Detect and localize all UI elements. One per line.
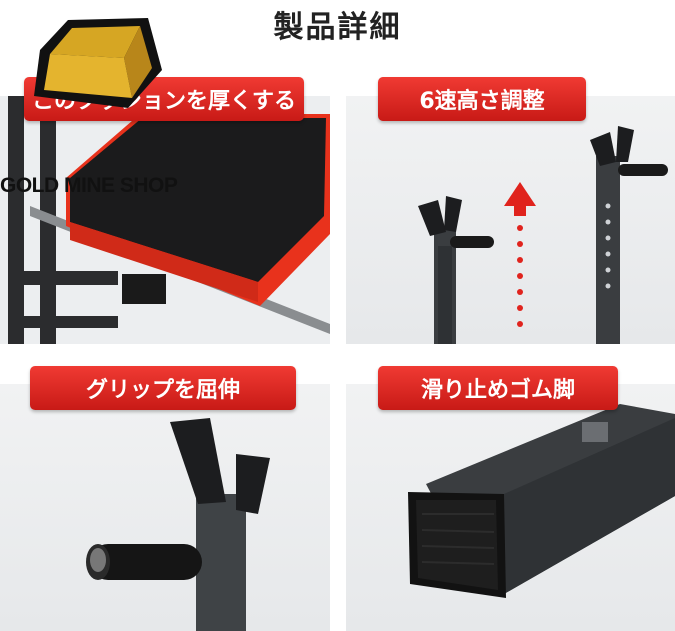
height-adjust-illustration [418, 126, 668, 344]
gold-bar-icon [34, 18, 162, 108]
rubber-foot-illustration [408, 404, 675, 598]
banner-height-adjust: 6速高さ調整 [378, 77, 586, 121]
page-title: 製品詳細 [273, 10, 402, 45]
panel-grip [0, 384, 330, 631]
panel-rubber-foot [346, 384, 675, 631]
panel-cushion: このクッションを厚くする [0, 96, 330, 344]
panel-height-adjust [346, 96, 675, 344]
shop-name-watermark: GOLD MINE SHOP [0, 174, 178, 197]
banner-rubber-foot: 滑り止めゴム脚 [378, 366, 618, 410]
grip-illustration [86, 418, 270, 631]
cushion-illustration [0, 96, 330, 344]
banner-grip: グリップを屈伸 [30, 366, 296, 410]
